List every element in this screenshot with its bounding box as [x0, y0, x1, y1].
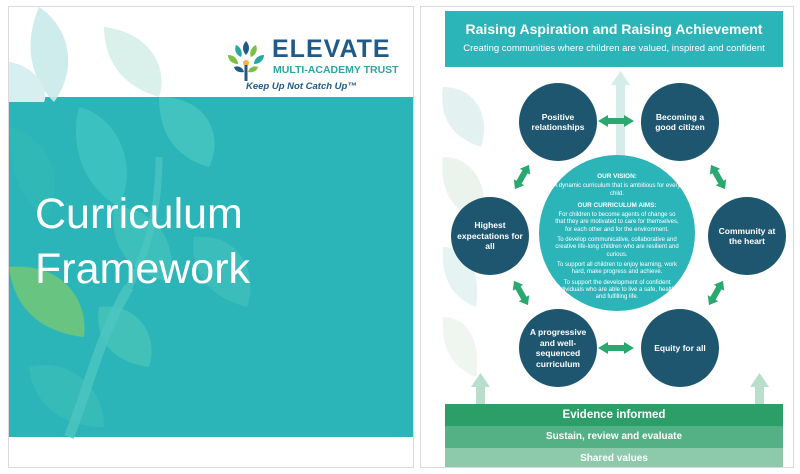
- bar-evidence-informed: Evidence informed: [445, 404, 783, 426]
- cover-title: Curriculum Framework: [35, 187, 250, 297]
- header-subtitle: Creating communities where children are …: [463, 43, 765, 54]
- aim-3: To support all children to enjoy learnin…: [556, 261, 678, 276]
- elevate-logo: ELEVATE MULTI-ACADEMY TRUST Keep Up Not …: [224, 35, 409, 97]
- tree-logo-icon: [228, 41, 264, 81]
- core-vision-circle: OUR VISION: A dynamic curriculum that is…: [539, 155, 695, 311]
- node-progressive-curriculum: A progressive and well-sequenced curricu…: [519, 309, 597, 387]
- aim-1: For children to become agents of change …: [555, 212, 679, 233]
- node-good-citizen: Becoming a good citizen: [641, 83, 719, 161]
- vision-heading: OUR VISION:: [597, 173, 637, 180]
- header-title: Raising Aspiration and Raising Achieveme…: [465, 21, 763, 37]
- cover-page: ELEVATE MULTI-ACADEMY TRUST Keep Up Not …: [8, 6, 414, 468]
- cover-title-line2: Framework: [35, 245, 251, 293]
- aims-heading: OUR CURRICULUM AIMS:: [577, 201, 657, 209]
- node-highest-expectations: Highest expectations for all: [451, 197, 529, 275]
- node-positive-relationships: Positive relationships: [519, 83, 597, 161]
- node-equity: Equity for all: [641, 309, 719, 387]
- logo-subtitle: MULTI-ACADEMY TRUST: [273, 64, 399, 76]
- cover-title-line1: Curriculum: [35, 190, 243, 238]
- bar-shared-values: Shared values: [445, 448, 783, 467]
- aim-2: To develop communicative, collaborative …: [555, 237, 679, 258]
- connector-arrows: [512, 115, 727, 354]
- logo-name: ELEVATE: [272, 35, 391, 63]
- framework-header: Raising Aspiration and Raising Achieveme…: [445, 11, 783, 67]
- framework-page: Raising Aspiration and Raising Achieveme…: [420, 6, 794, 468]
- bar-sustain-review: Sustain, review and evaluate: [445, 426, 783, 448]
- cover-leaf-illustration: [9, 7, 251, 439]
- vision-text: A dynamic curriculum that is ambitious f…: [553, 183, 681, 197]
- logo-tagline: Keep Up Not Catch Up™: [246, 81, 357, 92]
- node-community: Community at the heart: [708, 197, 786, 275]
- aim-4: To support the development of confident …: [555, 279, 679, 301]
